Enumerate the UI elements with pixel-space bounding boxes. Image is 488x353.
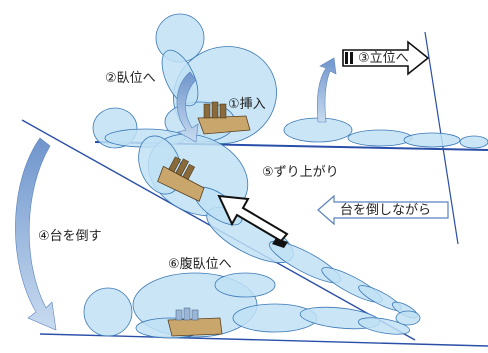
arrow-slide-up	[217, 194, 289, 248]
label-step5-slide: ⑤ずり上がり	[262, 165, 339, 180]
figure-prone-bottom	[83, 272, 421, 339]
label-step6-prone: ⑥腹臥位へ	[168, 257, 232, 272]
arrow-to-supine	[176, 71, 199, 143]
label-step4-tilt: ④台を倒す	[38, 229, 102, 244]
label-tilt-note: 台を倒しながら	[340, 203, 432, 218]
arrow-to-standing	[316, 57, 337, 123]
device-top	[197, 101, 251, 135]
device-bottom	[167, 307, 223, 337]
tilt-note-arrow	[317, 194, 449, 226]
device-middle	[157, 156, 205, 202]
arrow-standing-indicator	[342, 40, 430, 76]
label-step2-supine: ②臥位へ	[105, 71, 156, 86]
label-step1-insert: ①挿入	[228, 97, 266, 112]
label-step3-standing: ③立位へ	[358, 51, 409, 66]
arrow-tilt-bed	[15, 137, 57, 331]
bed-line-bottom	[39, 333, 488, 347]
